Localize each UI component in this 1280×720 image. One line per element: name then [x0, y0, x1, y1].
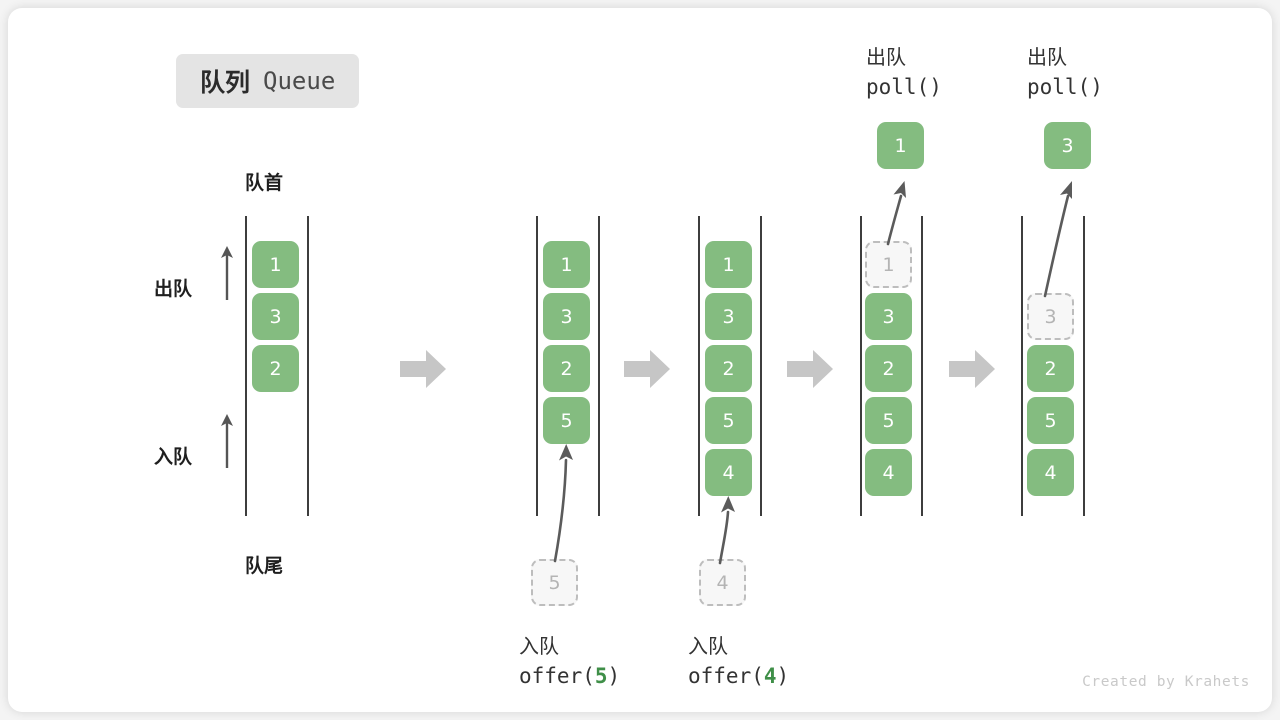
enqueue-up-arrow-icon	[216, 412, 238, 468]
queue-item: 1	[543, 241, 590, 288]
operation-close: )	[607, 664, 621, 688]
step-arrow-icon	[400, 348, 446, 390]
queue-item: 5	[705, 397, 752, 444]
rail-right	[760, 216, 762, 516]
operation-label-cn: 出队	[866, 45, 906, 69]
operation-label-cn: 出队	[1027, 45, 1067, 69]
operation-arg: 4	[763, 664, 777, 688]
queue-item: 5	[1027, 397, 1074, 444]
operation-label-code: poll()	[866, 75, 942, 99]
queue-item-removed: 1	[865, 241, 912, 288]
operation-arg: 5	[594, 664, 608, 688]
queue-item-new: 5	[543, 397, 590, 444]
queue-item: 3	[865, 293, 912, 340]
rail-right	[1083, 216, 1085, 516]
enqueue-curved-arrow-icon	[538, 438, 588, 563]
label-queue-front: 队首	[245, 172, 284, 194]
queue-item: 2	[1027, 345, 1074, 392]
queue-item: 3	[543, 293, 590, 340]
queue-item: 2	[865, 345, 912, 392]
diagram-card: 队列 Queue 队首 队尾 出队 入队 1 3 2	[8, 8, 1272, 712]
label-dequeue-direction: 出队	[154, 278, 193, 300]
queue-item-new: 4	[705, 449, 752, 496]
queue-item: 2	[543, 345, 590, 392]
step-arrow-icon	[787, 348, 833, 390]
rail-right	[598, 216, 600, 516]
operation-label-cn: 入队	[519, 634, 559, 658]
polled-item: 3	[1044, 122, 1091, 169]
title-badge: 队列 Queue	[176, 54, 360, 108]
footer-credit: Created by Krahets	[1082, 674, 1250, 690]
rail-left	[1021, 216, 1023, 516]
dequeue-up-arrow-icon	[216, 244, 238, 300]
queue-item: 1	[252, 241, 299, 288]
rail-left	[245, 216, 247, 516]
step-arrow-icon	[624, 348, 670, 390]
queue-item: 4	[1027, 449, 1074, 496]
label-queue-rear: 队尾	[245, 555, 284, 577]
queue-item: 2	[705, 345, 752, 392]
rail-left	[860, 216, 862, 516]
polled-item: 1	[877, 122, 924, 169]
operation-fn: offer(	[519, 664, 595, 688]
title-chinese: 队列	[200, 68, 251, 97]
operation-close: )	[776, 664, 790, 688]
queue-item-removed: 3	[1027, 293, 1074, 340]
operation-label-code: poll()	[1027, 75, 1103, 99]
incoming-ghost-item: 4	[699, 559, 746, 606]
rail-right	[307, 216, 309, 516]
operation-label-code: offer(5)	[519, 664, 620, 688]
queue-item: 4	[865, 449, 912, 496]
label-enqueue-direction: 入队	[154, 446, 193, 468]
dequeue-curved-arrow-icon	[868, 176, 918, 246]
queue-item: 2	[252, 345, 299, 392]
rail-left	[536, 216, 538, 516]
enqueue-curved-arrow-icon	[706, 490, 756, 565]
operation-label-code: offer(4)	[688, 664, 789, 688]
operation-fn: offer(	[688, 664, 764, 688]
incoming-ghost-item: 5	[531, 559, 578, 606]
operation-label-cn: 入队	[688, 634, 728, 658]
title-english: Queue	[263, 67, 336, 95]
rail-right	[921, 216, 923, 516]
dequeue-curved-arrow-icon	[1030, 176, 1090, 298]
queue-item: 1	[705, 241, 752, 288]
queue-item: 3	[705, 293, 752, 340]
step-arrow-icon	[949, 348, 995, 390]
queue-item: 5	[865, 397, 912, 444]
queue-item: 3	[252, 293, 299, 340]
rail-left	[698, 216, 700, 516]
